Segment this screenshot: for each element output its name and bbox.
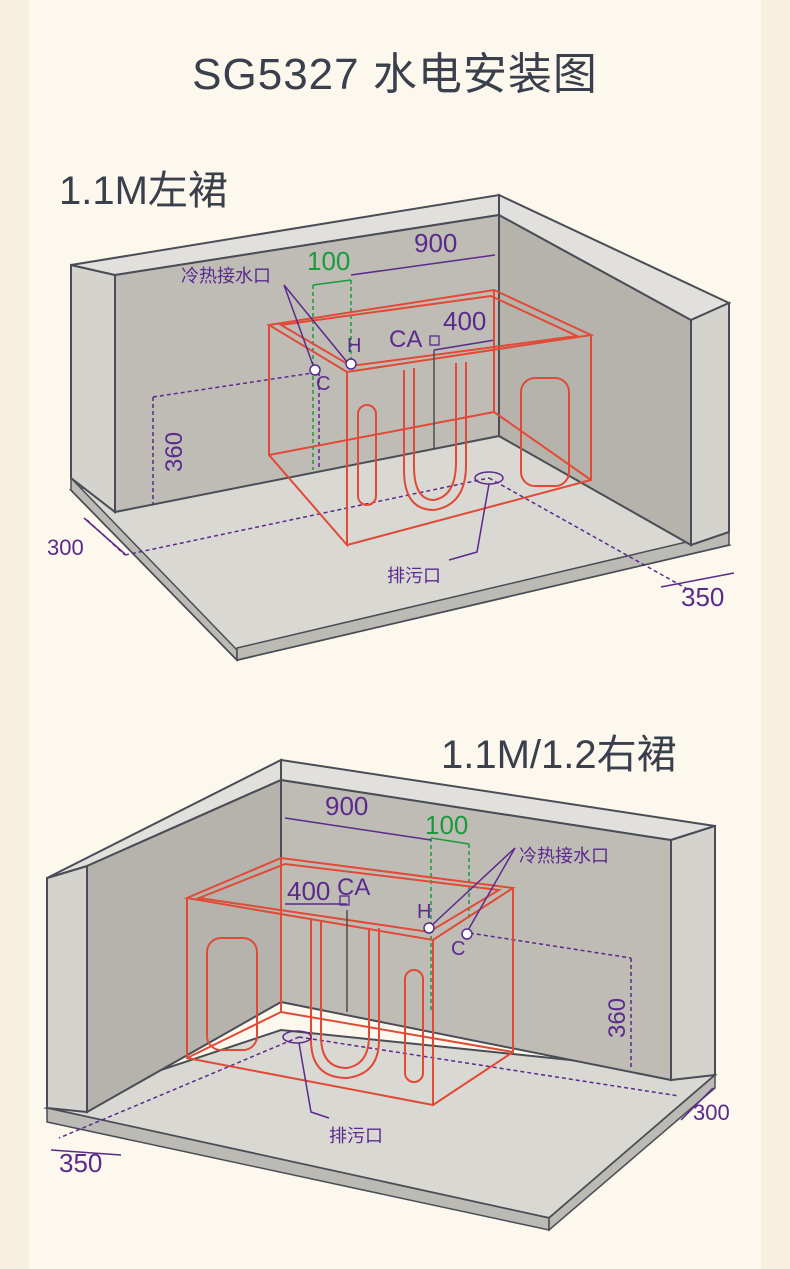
cold-water-port (309, 364, 321, 376)
dim-line-400 (433, 339, 496, 351)
ca-400-label: 400 (443, 306, 486, 336)
width-900-label: 900 (325, 791, 368, 821)
right-wall-front (670, 824, 716, 1082)
drain-label: 排污口 (329, 1126, 383, 1146)
ca-label: CA (389, 326, 422, 353)
left-skirt-diagram: 冷热接水口 100 900 CA 400 H C 360 300 排污口 350 (47, 193, 735, 662)
bathtub-outline (183, 856, 516, 1107)
section-label-right-skirt: 1.1M/1.2右裙 (441, 733, 677, 777)
dim-line-350 (50, 1149, 122, 1156)
spacing-100-lines (312, 279, 352, 470)
hot-water-port (423, 922, 435, 934)
width-900-label: 900 (414, 228, 457, 258)
drain-label: 排污口 (387, 566, 441, 586)
ca-marker (339, 895, 350, 906)
spacing-100-label: 100 (307, 246, 350, 276)
bathtub-outline (266, 288, 595, 548)
inlet-leader-lines (283, 284, 348, 369)
page-title: SG5327 水电安装图 (192, 50, 598, 99)
ca-marker (429, 335, 440, 346)
cold-water-port (461, 928, 473, 940)
drain-leader-line (448, 483, 490, 561)
floor-right-edge (548, 1073, 716, 1232)
page: SG5327 水电安装图 1.1M左裙 (29, 0, 761, 1269)
cold-label: C (316, 373, 330, 395)
drain-outlet (282, 1030, 312, 1044)
dim-line-350 (660, 572, 735, 588)
inlet-label: 冷热接水口 (519, 846, 609, 866)
depth-300-label: 300 (693, 1100, 730, 1125)
inlet-label: 冷热接水口 (181, 266, 271, 286)
right-wall-front (690, 301, 730, 547)
depth-300-label: 300 (47, 535, 84, 560)
ca-label: CA (337, 874, 370, 901)
hot-label: H (347, 335, 361, 357)
ca-400-label: 400 (287, 876, 330, 906)
guide-lines (58, 931, 680, 1139)
cold-label: C (451, 938, 465, 960)
height-360-label: 360 (161, 432, 188, 472)
spacing-100-label: 100 (425, 810, 468, 840)
dim-line-900 (350, 254, 496, 276)
drain-leader-line (298, 1042, 330, 1119)
dim-line-300 (680, 1087, 714, 1121)
hot-water-port (345, 358, 357, 370)
inlet-leader-lines (430, 847, 516, 933)
dim-line-900 (284, 817, 432, 841)
dim-line-300 (83, 517, 126, 555)
left-wall-front (46, 864, 88, 1114)
section-label-left-skirt: 1.1M左裙 (59, 169, 228, 213)
height-360-label: 360 (604, 998, 631, 1038)
hot-label: H (417, 901, 431, 923)
drain-350-label: 350 (59, 1148, 102, 1178)
drain-350-label: 350 (681, 582, 724, 612)
right-skirt-diagram: 900 100 冷热接水口 400 CA H C 360 300 排污口 350 (43, 758, 730, 1232)
